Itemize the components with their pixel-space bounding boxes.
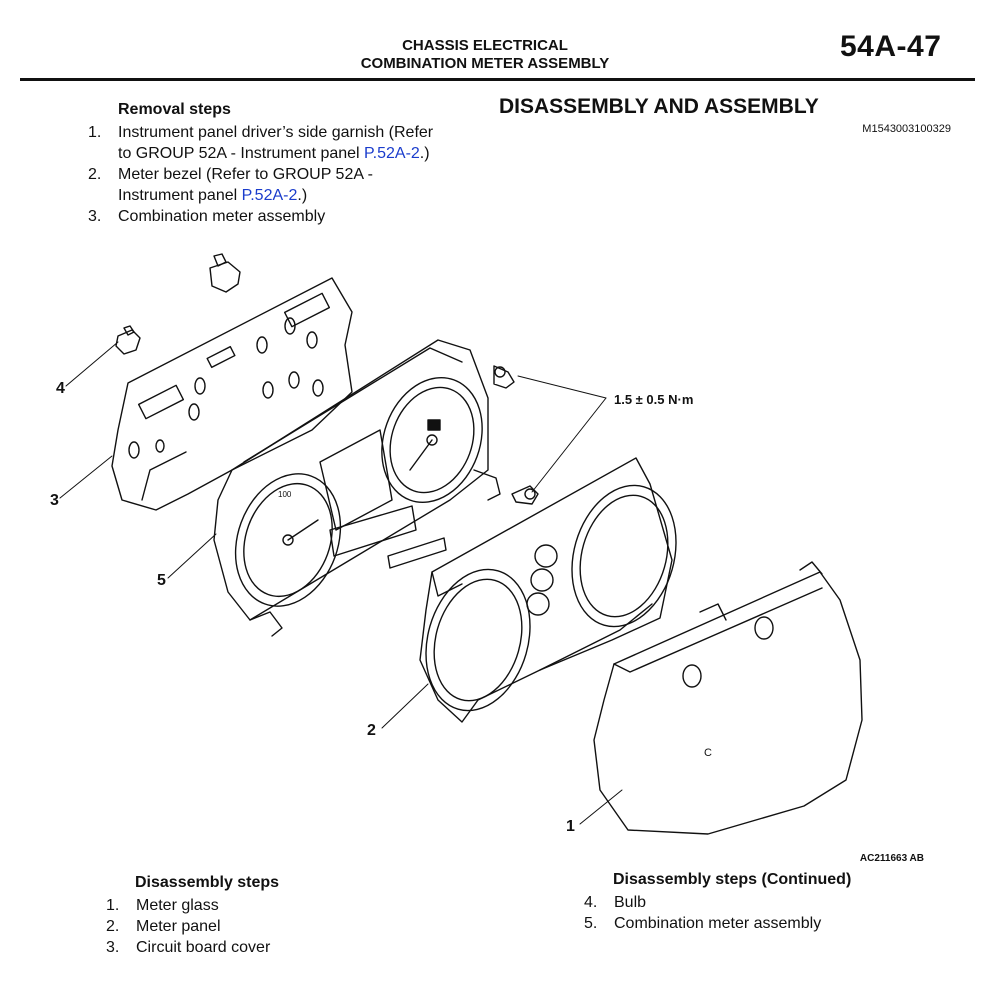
step-number: 1. [106, 897, 120, 914]
removal-steps-list: 1. Instrument panel driver’s side garnis… [88, 122, 488, 227]
step-text: Combination meter assembly [614, 915, 822, 932]
callout-5: 5 [157, 572, 166, 589]
document-code: M1543003100329 [862, 123, 951, 135]
disassembly-steps-title: Disassembly steps [135, 874, 280, 891]
step-line-2: to GROUP 52A - Instrument panel [118, 145, 365, 162]
disassembly-step-4: 4. Bulb [584, 892, 914, 913]
section-title: CHASSIS ELECTRICAL [402, 37, 568, 54]
meter-glass: C [593, 561, 863, 835]
step-text: Bulb [614, 894, 647, 911]
section-header: CHASSIS ELECTRICAL COMBINATION METER ASS… [250, 37, 720, 73]
removal-step-2: 2. Meter bezel (Refer to GROUP 52A - Ins… [88, 164, 488, 206]
callout-2: 2 [367, 722, 376, 739]
disassembly-step-1: 1. Meter glass [106, 895, 406, 916]
step-number: 2. [106, 918, 120, 935]
step-line-2: Instrument panel [118, 187, 242, 204]
main-title: DISASSEMBLY AND ASSEMBLY [499, 95, 819, 118]
torque-label: 1.5 ± 0.5 N·m [614, 392, 693, 407]
circuit-board-cover [111, 277, 353, 511]
disassembly-step-3: 3. Circuit board cover [106, 937, 406, 958]
step-number: 3. [88, 208, 102, 225]
step-text: Circuit board cover [136, 939, 271, 956]
combination-meter-assembly: 100 [213, 339, 501, 637]
figure-code: AC211663 AB [860, 853, 924, 864]
step-suffix: .) [419, 145, 430, 162]
disassembly-continued-list: 4. Bulb 5. Combination meter assembly [584, 892, 914, 934]
step-text: Meter bezel (Refer to GROUP 52A - Instru… [118, 164, 373, 206]
bulb-parts [115, 253, 241, 355]
step-number: 3. [106, 939, 120, 956]
disassembly-continued-title: Disassembly steps (Continued) [613, 871, 852, 888]
disassembly-step-2: 2. Meter panel [106, 916, 406, 937]
page-link[interactable]: P.52A-2 [364, 145, 420, 162]
page-link[interactable]: P.52A-2 [241, 187, 298, 204]
disassembly-steps-list: 1. Meter glass 2. Meter panel 3. Circuit bo… [106, 895, 406, 958]
leader-lines [59, 341, 623, 825]
step-line-1: Meter bezel (Refer to GROUP 52A - [118, 166, 373, 183]
speedometer-scale-mark: 100 [278, 490, 292, 499]
step-text: Meter glass [136, 897, 219, 914]
page-number: 54A-47 [840, 30, 942, 63]
removal-step-3: 3. Combination meter assembly [88, 206, 488, 227]
header-rule [20, 78, 975, 81]
step-number: 5. [584, 915, 598, 932]
step-number: 2. [88, 166, 102, 183]
removal-steps-title: Removal steps [118, 101, 231, 118]
step-number: 4. [584, 894, 598, 911]
step-line-1: Instrument panel driver’s side garnish (… [118, 124, 434, 141]
step-text: Instrument panel driver’s side garnish (… [118, 122, 433, 164]
step-suffix: .) [297, 187, 308, 204]
step-number: 1. [88, 124, 102, 141]
screw-parts [493, 365, 539, 505]
subsection-title: COMBINATION METER ASSEMBLY [360, 55, 610, 72]
callout-4: 4 [56, 380, 65, 397]
glass-mark: C [704, 747, 712, 759]
callout-1: 1 [566, 818, 575, 835]
step-text: Combination meter assembly [118, 208, 326, 225]
disassembly-step-5: 5. Combination meter assembly [584, 913, 914, 934]
callout-3: 3 [50, 492, 59, 509]
step-text: Meter panel [136, 918, 221, 935]
meter-panel [419, 457, 677, 723]
removal-step-1: 1. Instrument panel driver’s side garnis… [88, 122, 488, 164]
